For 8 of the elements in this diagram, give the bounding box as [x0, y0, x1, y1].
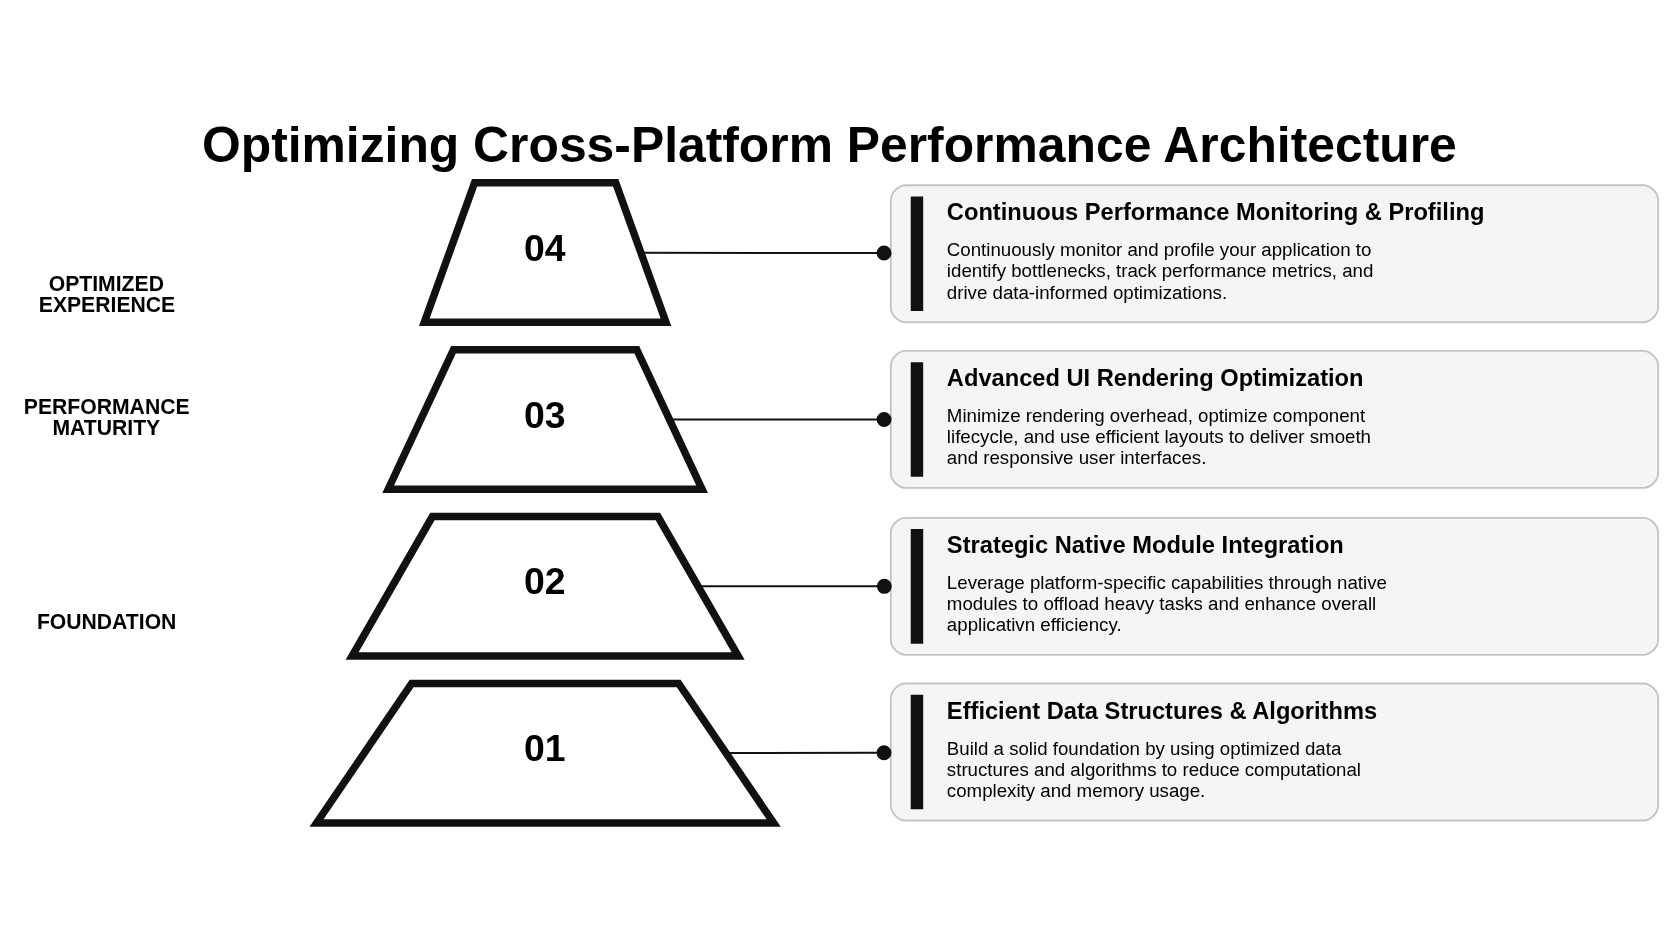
label: OPTIMIZED EXPERIENCE	[38, 271, 176, 316]
node-box: Continuous Performance Monitoring & Profiling Continuously monitor and profile your application to identify bottlenecks, track performance metrics, and drive data-informed optimizations.	[889, 184, 1660, 324]
label: PERFORMANCE MATURITY	[23, 394, 190, 440]
node-box: Strategic Native Module Integration Leverage platform-specific capabilities through native modules to offload heavy tasks and enhance overall applicativn efficiency.	[889, 516, 1660, 656]
diagram-title: Optimizing Cross-Platform Performance Architecture	[201, 116, 1457, 173]
label: FOUNDATION	[36, 609, 177, 633]
node-box: Efficient Data Structures & Algorithms Build a solid foundation by using optimized data structures and algorithms to reduce computational complexity and memory usage.	[889, 682, 1660, 822]
node-box: Advanced UI Rendering Optimization Minimize rendering overhead, optimize component lifecycle, and use efficient layouts to deliver smoeth and responsive user interfaces.	[889, 350, 1660, 489]
